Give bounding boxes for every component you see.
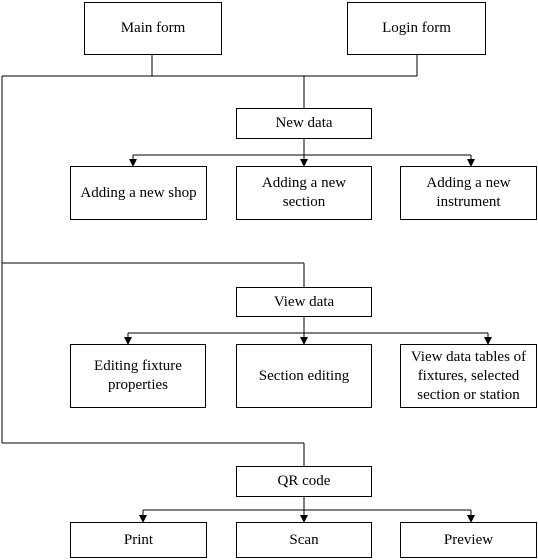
add-section-box: Adding a new section bbox=[236, 166, 372, 220]
main-form-box: Main form bbox=[84, 2, 222, 55]
add-shop-label: Adding a new shop bbox=[80, 184, 197, 201]
main-form-label: Main form bbox=[120, 20, 186, 36]
preview-label: Preview bbox=[443, 531, 494, 548]
view-tables-label: View data tables of fixtures, selected s… bbox=[410, 348, 527, 403]
print-box: Print bbox=[70, 522, 207, 558]
qr-code-box: QR code bbox=[236, 466, 372, 497]
view-data-box: View data bbox=[236, 287, 372, 317]
new-data-label: New data bbox=[275, 115, 333, 131]
preview-box: Preview bbox=[400, 522, 537, 558]
scan-box: Scan bbox=[236, 522, 372, 558]
add-instrument-box: Adding a new instrument bbox=[400, 166, 537, 220]
section-editing-box: Section editing bbox=[236, 344, 372, 408]
new-data-box: New data bbox=[236, 108, 372, 139]
scan-label: Scan bbox=[289, 531, 319, 548]
login-form-box: Login form bbox=[347, 2, 486, 55]
view-data-label: View data bbox=[273, 293, 335, 310]
add-section-label: Adding a new section bbox=[261, 175, 347, 210]
section-editing-label: Section editing bbox=[258, 367, 350, 384]
print-label: Print bbox=[123, 531, 154, 548]
qr-code-label: QR code bbox=[277, 473, 331, 489]
edit-fixture-box: Editing fixture properties bbox=[70, 344, 206, 408]
view-tables-box: View data tables of fixtures, selected s… bbox=[400, 344, 537, 408]
add-shop-box: Adding a new shop bbox=[70, 166, 207, 220]
login-form-label: Login form bbox=[382, 20, 451, 36]
edit-fixture-label: Editing fixture properties bbox=[94, 358, 182, 393]
add-instrument-label: Adding a new instrument bbox=[426, 175, 511, 210]
